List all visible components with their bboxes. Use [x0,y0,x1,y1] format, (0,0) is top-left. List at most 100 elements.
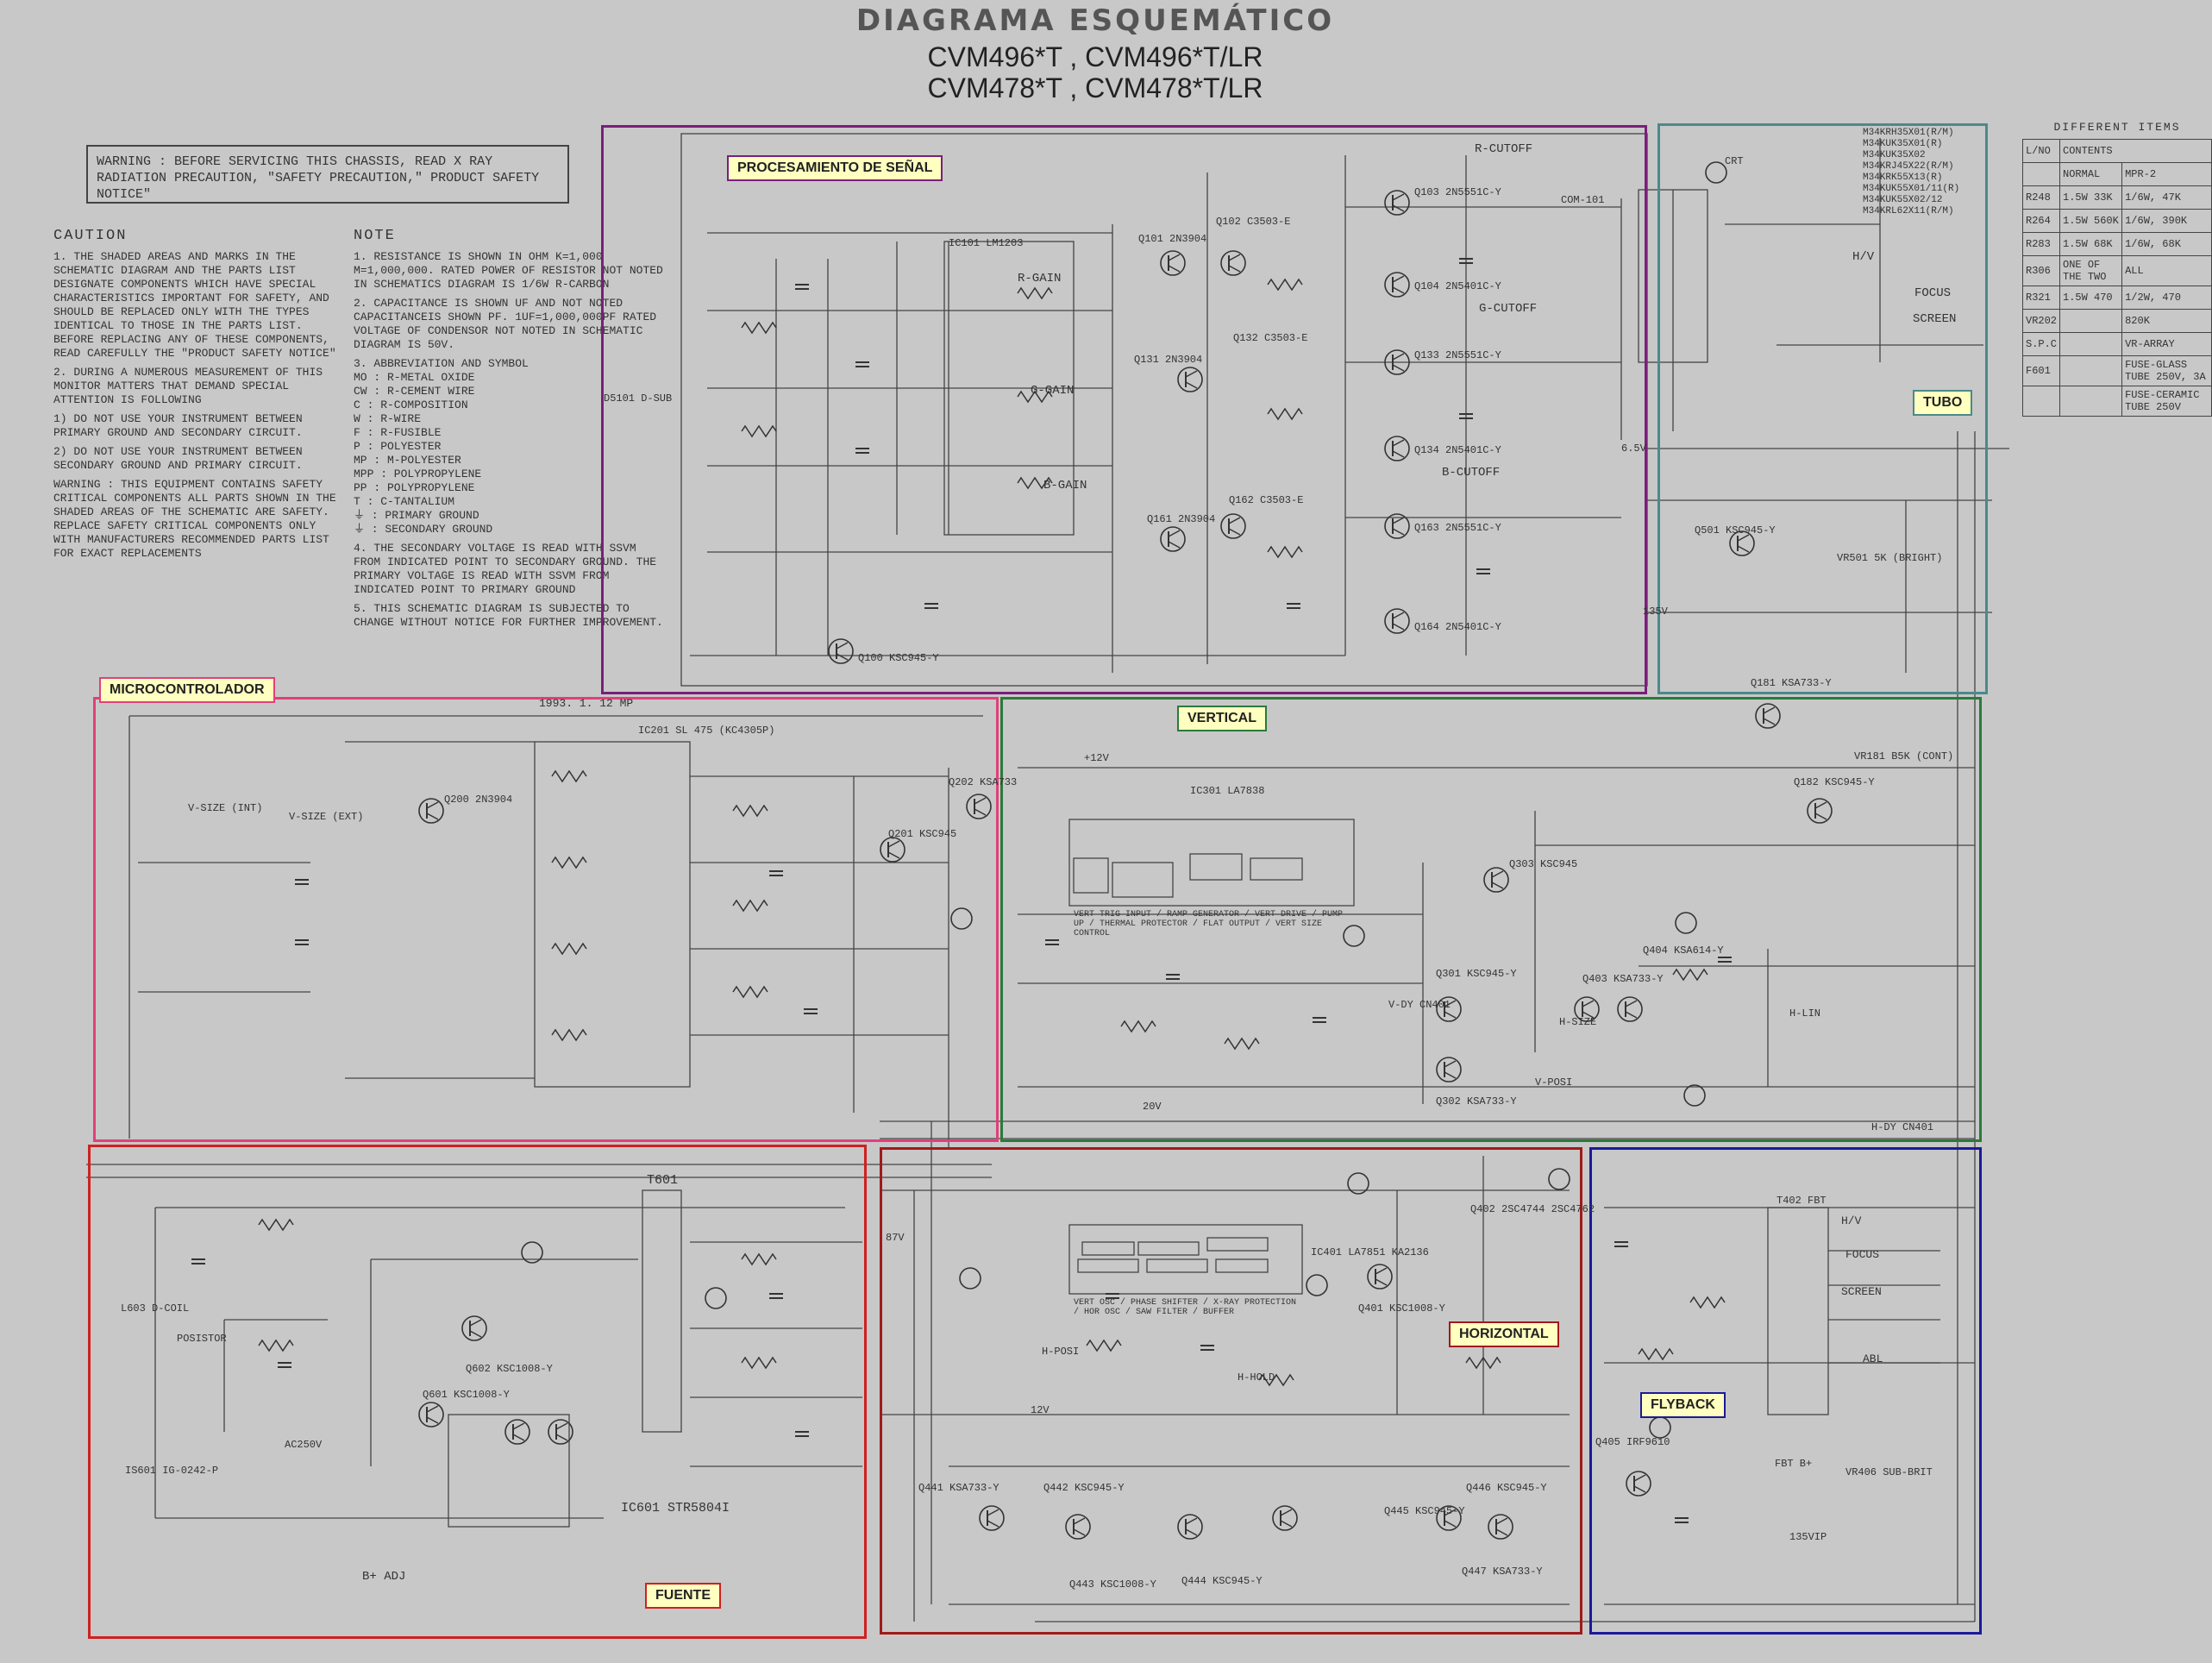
g-gain-label: G-GAIN [1031,384,1075,398]
region-flyback [1589,1147,1982,1635]
q100-label: Q100 KSC945-Y [858,652,939,664]
region-microcontrolador [93,697,999,1142]
q181-label: Q181 KSA733-Y [1751,677,1832,689]
ic301-label: IC301 LA7838 [1190,785,1265,797]
v87-label: 87V [886,1232,905,1244]
dcoil-label: L603 D-COIL [121,1302,190,1315]
table-row: F601 FUSE-GLASS TUBE 250V, 3A [2021,355,2212,386]
diagram-title: DIAGRAMA ESQUEMÁTICO [855,3,1335,38]
region-fuente [88,1145,867,1639]
table-cell: 820K [2121,309,2212,333]
ac250-label: AC250V [285,1439,323,1451]
table-cell: 1.5W 560K [2059,209,2123,233]
q446-label: Q446 KSC945-Y [1466,1482,1547,1494]
table-subheader [2021,162,2061,186]
table-cell: VR202 [2021,309,2061,333]
schematic-notes: NOTE 1. RESISTANCE IS SHOWN IN OHM K=1,0… [354,229,664,635]
q201-label: Q201 KSC945 [888,828,957,840]
q303-label: Q303 KSC945 [1509,858,1578,870]
table-subheader: MPR-2 [2121,162,2212,186]
fbt-hv-label: H/V [1841,1214,1862,1227]
different-items-heading: DIFFERENT ITEMS [2053,121,2181,134]
schematic-date: 1993. 1. 12 MP [539,697,634,710]
note-item: 4. THE SECONDARY VOLTAGE IS READ WITH SS… [354,542,657,596]
q401-label: Q401 KSC1008-Y [1358,1302,1445,1315]
fbt-screen-label: SCREEN [1841,1285,1882,1298]
model-line-1: CVM496*T , CVM496*T/LR [927,41,1263,72]
table-header: L/NO [2021,139,2061,163]
q444-label: Q444 KSC945-Y [1181,1575,1263,1587]
crt-label: CRT [1725,155,1744,167]
warning-box: WARNING : BEFORE SERVICING THIS CHASSIS,… [86,145,569,204]
v12b-label: 12V [1031,1404,1050,1416]
contrast-label: VR181 B5K (CONT) [1854,750,1954,762]
v135-label: 135V [1643,606,1668,618]
table-cell: FUSE-GLASS TUBE 250V, 3A [2121,355,2212,386]
q132-label: Q132 C3503-E [1233,332,1308,344]
table-subheader: NORMAL [2059,162,2123,186]
region-signal-processing [601,125,1647,694]
ic201-label: IC201 SL 475 (KC4305P) [638,725,775,737]
sub-brt-label: VR406 SUB-BRIT [1845,1466,1933,1478]
caution-heading: CAUTION [53,228,128,244]
hsize-label: H-SIZE [1559,1016,1597,1028]
table-cell: S.P.C [2021,332,2061,356]
table-cell [2059,332,2123,356]
q302-label: Q302 KSA733-Y [1436,1095,1517,1108]
table-cell: F601 [2021,355,2061,386]
q162-label: Q162 C3503-E [1229,494,1304,506]
table-cell: ONE OF THE TWO [2059,255,2123,286]
table-cell [2059,309,2123,333]
q103-label: Q103 2N5551C-Y [1414,186,1501,198]
q131-label: Q131 2N3904 [1134,354,1203,366]
label-flyback: FLYBACK [1640,1392,1726,1418]
vdy-label: V-DY CN401 [1388,999,1451,1011]
table-cell: 1.5W 68K [2059,232,2123,256]
bright-label: VR501 5K (BRIGHT) [1837,552,1943,564]
caution-warning: WARNING : THIS EQUIPMENT CONTAINS SAFETY… [53,478,336,560]
table-header: CONTENTS [2059,139,2212,163]
v65-label: 6.5V [1621,442,1646,455]
crt-hv-label: H/V [1852,250,1875,264]
caution-item: 1. THE SHADED AREAS AND MARKS IN THE SCH… [53,250,336,360]
q447-label: Q447 KSA733-Y [1462,1566,1543,1578]
label-fuente: FUENTE [645,1583,721,1609]
label-microcontrolador: MICROCONTROLADOR [99,677,275,703]
vertical-ic-blocks: VERT TRIG INPUT / RAMP GENERATOR / VERT … [1074,910,1344,938]
note-item: 3. ABBREVIATION AND SYMBOL MO : R-METAL … [354,357,529,536]
q441-label: Q441 KSA733-Y [918,1482,999,1494]
ic101-label: IC101 LM1203 [949,237,1024,249]
vsize-ext-label: V-SIZE (EXT) [289,811,364,823]
region-horizontal [880,1147,1582,1635]
b-gain-label: B-GAIN [1043,479,1087,493]
t601-label: T601 [647,1173,679,1188]
table-cell: 1/6W, 390K [2121,209,2212,233]
model-line-2: CVM478*T , CVM478*T/LR [927,72,1263,104]
table-cell: ALL [2121,255,2212,286]
table-cell: R248 [2021,185,2061,210]
crt-model-list: M34KRH35X01(R/M) M34KUK35X01(R) M34KUK35… [1863,128,1960,217]
b-cutoff-label: B-CUTOFF [1442,466,1501,480]
table-cell: R306 [2021,255,2061,286]
q133-label: Q133 2N5551C-Y [1414,349,1501,361]
q163-label: Q163 2N5551C-Y [1414,522,1501,534]
g-cutoff-label: G-CUTOFF [1479,302,1538,316]
caution-notes: CAUTION 1. THE SHADED AREAS AND MARKS IN… [53,229,347,566]
is601-label: IS601 IG-0242-P [125,1465,219,1477]
q403-label: Q403 KSA733-Y [1582,973,1664,985]
q445-label: Q445 KSC945-Y [1384,1505,1465,1517]
q102-label: Q102 C3503-E [1216,216,1291,228]
q301-label: Q301 KSC945-Y [1436,968,1517,980]
table-cell: R321 [2021,286,2061,310]
abl-label: ABL [1863,1352,1883,1365]
q405-label: Q405 IRF9610 [1595,1436,1670,1448]
table-cell: FUSE-CERAMIC TUBE 250V [2121,386,2212,417]
caution-item: 1) DO NOT USE YOUR INSTRUMENT BETWEEN PR… [53,412,303,439]
q101-label: Q101 2N3904 [1138,233,1207,245]
